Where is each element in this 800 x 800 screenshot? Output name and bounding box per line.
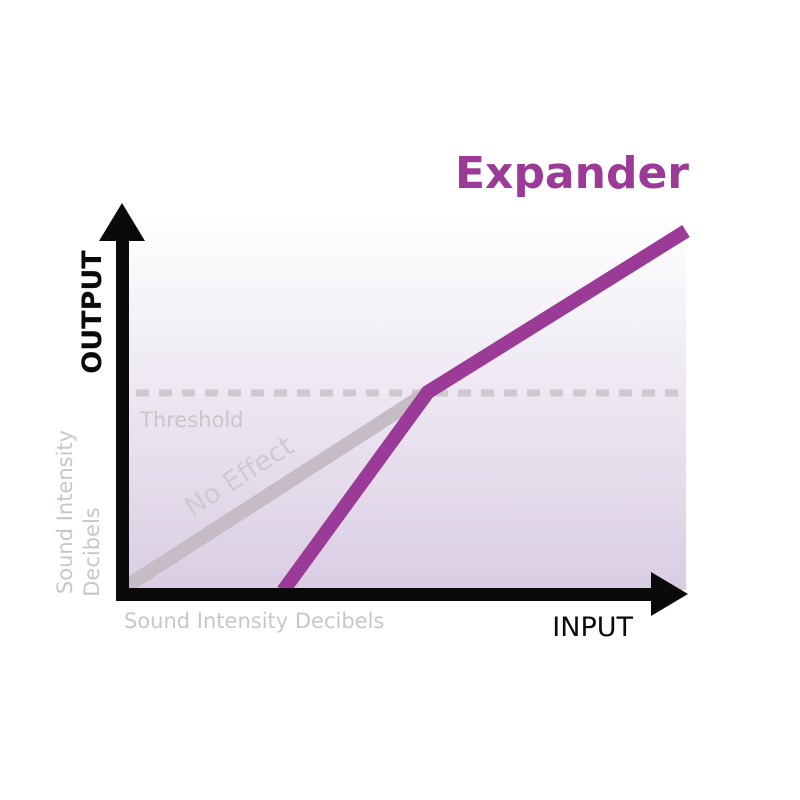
axes <box>99 203 688 616</box>
x-axis-label: INPUT <box>552 612 633 643</box>
y-axis-label: OUTPUT <box>77 250 108 374</box>
threshold-label: Threshold <box>139 408 244 432</box>
no-effect-line <box>120 386 432 594</box>
y-axis-line <box>116 236 129 598</box>
y-axis-sublabel-line2: Decibels <box>80 507 104 597</box>
y-axis-sublabel-line1: Sound Intensity <box>53 430 77 594</box>
x-axis-arrowhead <box>651 572 688 616</box>
x-axis-sublabel: Sound Intensity Decibels <box>124 609 384 633</box>
diagram-title: Expander <box>455 148 689 199</box>
x-axis-line <box>116 588 656 601</box>
y-axis-arrowhead <box>99 203 145 241</box>
expander-curve <box>277 225 690 596</box>
